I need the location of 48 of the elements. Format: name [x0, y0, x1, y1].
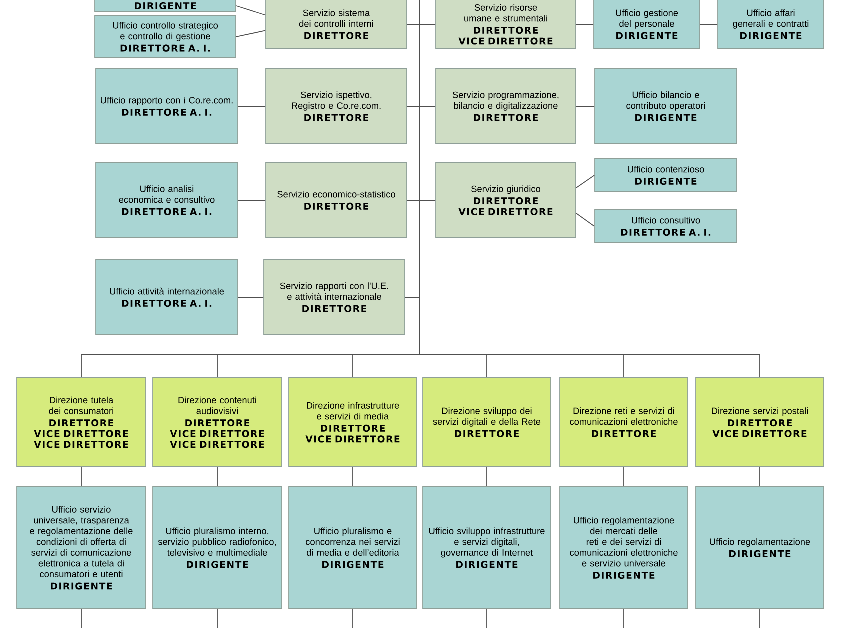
connector-line: [217, 609, 218, 628]
office-box: Ufficio regolamentazione dei mercati delle reti e dei servizi di comunicazioni elettroniche e servizio universale DIRIGENTE: [560, 486, 688, 610]
office-box: Ufficio sviluppo infrastrutture e servizi digitali, governance di Internet DIRIGENTE: [422, 486, 552, 610]
office-box: Ufficio rapporto con i Co.re.com. DIRETTORE A. I.: [96, 68, 238, 144]
connector-line: [576, 213, 595, 227]
office-box: Ufficio controllo strategico e controllo di gestione DIRETTORE A. I.: [94, 16, 236, 58]
connector-line: [238, 106, 266, 107]
office-box: Ufficio pluralismo e concorrenza nei servizi di media e dell’editoria DIRIGENTE: [288, 486, 418, 610]
connector-line: [700, 24, 718, 25]
office-box: Ufficio regolamentazione DIRIGENTE: [696, 486, 824, 610]
directorate-box: Direzione tutela dei consumatori DIRETTORE VICE DIRETTORE VICE DIRETTORE: [16, 378, 146, 468]
connector-line: [217, 467, 218, 487]
connector-line: [236, 6, 266, 16]
directorate-box: Direzione contenuti audiovisivi DIRETTORE VICE DIRETTORE VICE DIRETTORE: [152, 378, 282, 468]
office-box: Ufficio affari generali e contratti DIRIGENTE: [718, 0, 824, 50]
connector-line: [352, 467, 354, 487]
connector-line: [81, 609, 82, 628]
service-box: Servizio giuridico DIRETTORE VICE DIRETTORE: [436, 162, 576, 238]
office-box: Ufficio servizio universale, trasparenza e regolamentazione delle condizioni di offerta di servizi di comunicazione elettronica a tutela di consumatori e utenti DIRIGENTE: [16, 486, 146, 610]
office-box: Ufficio bilancio e contributo operatori DIRIGENTE: [594, 68, 738, 144]
connector-line: [576, 24, 594, 25]
connector-line: [238, 200, 266, 201]
directorate-box: Direzione sviluppo dei servizi digitali e della Rete DIRETTORE: [422, 378, 552, 468]
service-box: Servizio programmazione, bilancio e digitalizzazione DIRETTORE: [436, 68, 576, 144]
connector-line: [352, 609, 354, 628]
connector-line: [486, 609, 488, 628]
service-box: Servizio ispettivo, Registro e Co.re.com. DIRETTORE: [266, 68, 408, 144]
connector-line: [236, 30, 266, 38]
directorate-box: Direzione infrastrutture e servizi di media DIRETTORE VICE DIRETTORE: [288, 378, 418, 468]
office-box: Ufficio contenzioso DIRIGENTE: [594, 158, 738, 192]
connector-line: [238, 297, 264, 298]
directorate-box: Direzione servizi postali DIRETTORE VICE DIRETTORE: [696, 378, 824, 468]
service-box: Servizio rapporti con l'U.E. e attività internazionale DIRETTORE: [264, 260, 406, 336]
connector-line: [486, 467, 488, 487]
office-box: Ufficio attività internazionale DIRETTORE A. I.: [96, 260, 238, 336]
office-box: Ufficio consultivo DIRETTORE A. I.: [594, 210, 738, 244]
office-box: Ufficio analisi economica e consultivo DIRETTORE A. I.: [96, 162, 238, 238]
office-box: Ufficio gestione del personale DIRIGENTE: [594, 0, 700, 50]
connector-line: [576, 175, 595, 188]
connector-line: [420, 0, 760, 378]
directorate-box: Direzione reti e servizi di comunicazioni elettroniche DIRETTORE: [560, 378, 688, 468]
office-box: DIRIGENTE: [94, 0, 236, 12]
service-box: Servizio sistema dei controlli interni DIRETTORE: [266, 0, 408, 50]
service-box: Servizio economico-statistico DIRETTORE: [266, 162, 408, 238]
connector-line: [81, 467, 82, 487]
office-box: Ufficio pluralismo interno, servizio pubblico radiofonico, televisivo e multimediale DIRIGENTE: [152, 486, 282, 610]
connector-line: [576, 106, 595, 107]
service-box: Servizio risorse umane e strumentali DIRETTORE VICE DIRETTORE: [436, 0, 576, 50]
